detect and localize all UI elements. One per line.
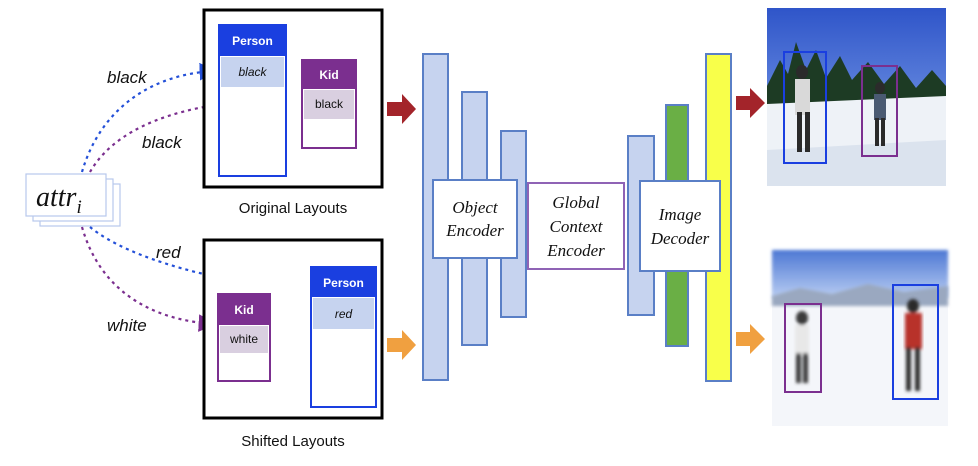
shifted-person-title: Person [323,276,364,290]
attr-label: attri [36,182,82,218]
figure-person-red [905,299,922,391]
shifted-layouts-panel: Person red Kid white [202,238,384,420]
original-person-attr: black [238,65,267,79]
edge-label-black-person: black [107,68,148,87]
original-kid-attr: black [315,97,344,111]
object-encoder-block: Object Encoder [432,179,518,259]
shifted-kid-attr: white [229,332,258,346]
original-kid-box: Kid black [301,59,357,149]
shifted-person-attr: red [335,307,353,321]
image-decoder-line2: Decoder [650,229,710,248]
input-arrow-original [387,94,416,124]
output-arrow-shifted [736,324,765,354]
original-person-box: Person black [218,24,287,177]
image-decoder-block: Image Decoder [639,180,721,272]
object-encoder-line1: Object [452,198,499,217]
edge-white-kid [80,226,217,332]
output-arrow-original [736,88,765,118]
original-layouts-caption: Original Layouts [239,200,347,217]
edge-label-black-kid: black [142,133,183,152]
original-person-title: Person [232,34,273,48]
image-decoder-line1: Image [658,205,702,224]
original-layouts-panel: Person black Kid black [202,8,384,189]
shifted-layouts-caption: Shifted Layouts [241,433,344,450]
figure-kid-white [795,311,809,383]
generated-image-shifted [772,250,948,426]
global-context-line3: Encoder [546,241,605,260]
input-arrow-shifted [387,330,416,360]
edge-black-person [80,62,218,173]
global-context-line2: Context [550,217,604,236]
edge-label-red-person: red [156,243,181,262]
skier-adult [795,65,810,152]
global-context-encoder-block: Global Context Encoder [527,182,625,270]
shifted-kid-title: Kid [234,303,253,317]
global-context-line1: Global [552,193,600,212]
shifted-person-box: Person red [310,266,377,408]
original-kid-title: Kid [319,68,338,82]
shifted-kid-box: Kid white [217,293,271,382]
edge-label-white-kid: white [107,316,147,335]
object-encoder-line2: Encoder [445,221,504,240]
generated-image-original [767,8,946,186]
attr-token: attri [25,173,121,227]
skier-kid [874,82,886,146]
